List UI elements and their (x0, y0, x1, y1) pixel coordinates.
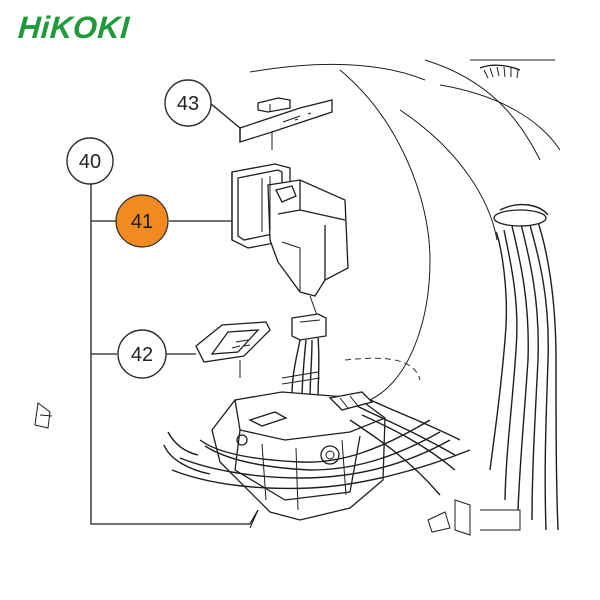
svg-text:HiKOKI: HiKOKI (17, 10, 132, 44)
base-controller-assembly (163, 357, 471, 529)
callout-40-label: 40 (79, 151, 101, 173)
callout-40[interactable]: 40 (66, 137, 114, 185)
part-41-switch (231, 163, 349, 319)
wire-bundle-right (427, 203, 559, 536)
leader-lines (90, 102, 259, 525)
callout-43-label: 43 (177, 93, 199, 115)
part-42-label-plate (195, 321, 271, 378)
callout-41[interactable]: 41 (115, 194, 169, 248)
callout-41-highlight (115, 194, 169, 248)
callout-42-label: 42 (131, 344, 153, 366)
hikoki-logo-mark: HiKOKI (17, 10, 132, 45)
callout-41-label: 41 (131, 211, 153, 233)
part-43-slider-knob (239, 97, 333, 150)
housing-outline (34, 59, 561, 429)
hikoki-logo: HiKOKI (17, 10, 180, 50)
leader-43 (209, 102, 241, 129)
callout-43[interactable]: 43 (164, 79, 212, 127)
callout-42[interactable]: 42 (117, 329, 167, 379)
gear-fragment (479, 64, 521, 79)
